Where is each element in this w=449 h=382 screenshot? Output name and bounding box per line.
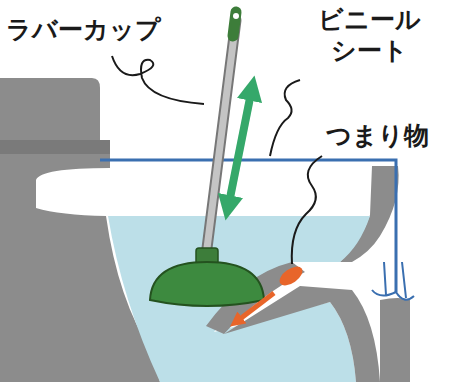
plunger-cup: [150, 262, 264, 306]
plunger-hole: [233, 13, 239, 19]
part-label: ラバーカップ: [6, 14, 196, 45]
plunger-handle-outline: [206, 20, 236, 256]
leader-line: [112, 56, 204, 104]
leader-line: [270, 80, 300, 156]
drain-pipe: [380, 298, 410, 382]
clog-arrow: [236, 293, 274, 322]
part-label: つまり物: [326, 120, 444, 151]
clog: [276, 263, 305, 289]
leader-line: [292, 156, 322, 264]
motion-arrow: [228, 88, 252, 208]
plunger-handle: [206, 20, 236, 256]
tank-base: [0, 140, 110, 154]
part-label: ビニール シート: [296, 4, 442, 67]
sheet-folds: [372, 262, 414, 300]
